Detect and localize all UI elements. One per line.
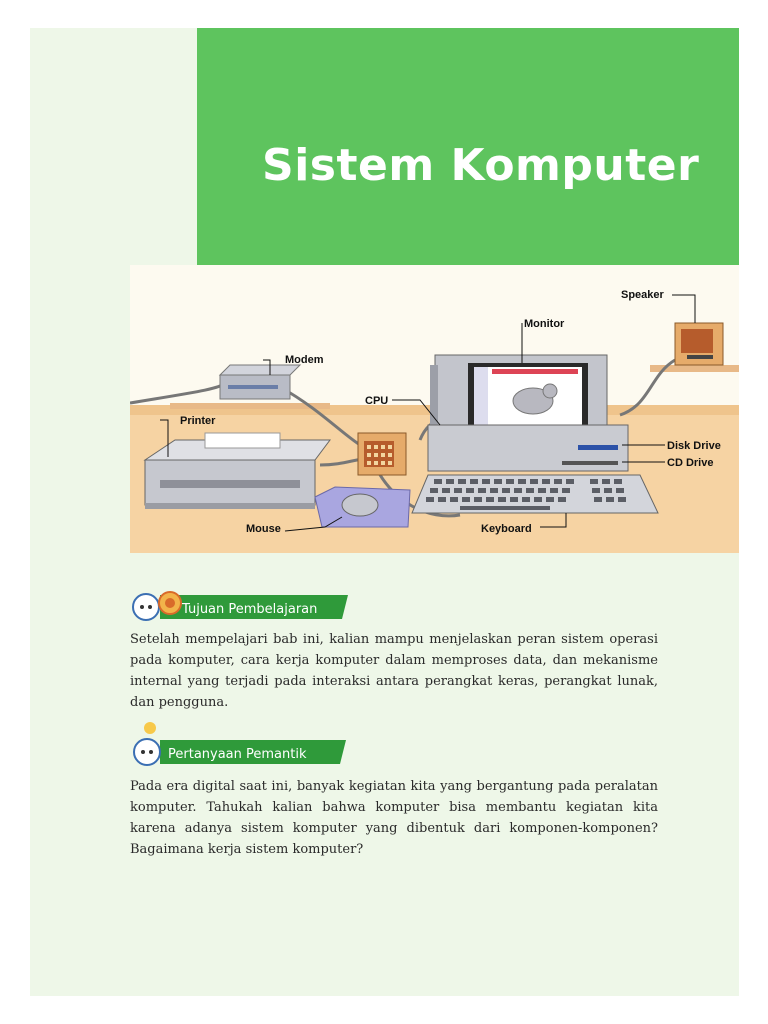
- label-cd-drive: CD Drive: [667, 457, 713, 469]
- label-monitor: Monitor: [524, 318, 565, 330]
- modem: [218, 364, 302, 400]
- label-keyboard: Keyboard: [481, 523, 532, 535]
- robot-mascot-icon: [132, 593, 160, 621]
- trigger-question-text: Pada era digital saat ini, banyak kegiat…: [130, 779, 658, 857]
- learning-goal-section: Setelah mempelajari bab ini, kalian mamp…: [130, 629, 658, 713]
- trigger-question-badge: Pertanyaan Pemantik: [130, 720, 350, 770]
- computer-system-illustration: Speaker Monitor Modem CPU Printer Disk D…: [130, 265, 739, 553]
- learning-goal-badge: Tujuan Pembelajaran: [130, 587, 350, 623]
- system-unit: [427, 424, 629, 472]
- computer-diagram: Speaker Monitor Modem CPU Printer Disk D…: [130, 289, 739, 553]
- label-printer: Printer: [180, 415, 216, 427]
- label-modem: Modem: [285, 354, 324, 366]
- trigger-question-section: Pada era digital saat ini, banyak kegiat…: [130, 776, 658, 860]
- learning-goal-badge-label: Tujuan Pembelajaran: [181, 602, 317, 617]
- learning-goal-text: Setelah mempelajari bab ini, kalian mamp…: [130, 632, 658, 710]
- trigger-question-badge-label: Pertanyaan Pemantik: [168, 747, 307, 762]
- chapter-title: Sistem Komputer: [262, 140, 700, 191]
- label-cpu: CPU: [365, 395, 388, 407]
- label-speaker: Speaker: [621, 289, 665, 301]
- keyboard: [411, 474, 659, 514]
- label-disk-drive: Disk Drive: [667, 440, 721, 452]
- robot-mascot-icon: [133, 738, 161, 766]
- cpu-box: [357, 432, 407, 476]
- printer: [143, 432, 331, 509]
- mouse: [314, 486, 411, 528]
- lightbulb-icon: [144, 722, 156, 734]
- modem-shelf: [170, 403, 330, 409]
- header-left-panel: [30, 28, 197, 265]
- chapter-header-band: [197, 28, 739, 265]
- speaker-shelf: [650, 365, 739, 372]
- speaker: [674, 322, 724, 366]
- label-mouse: Mouse: [246, 523, 281, 535]
